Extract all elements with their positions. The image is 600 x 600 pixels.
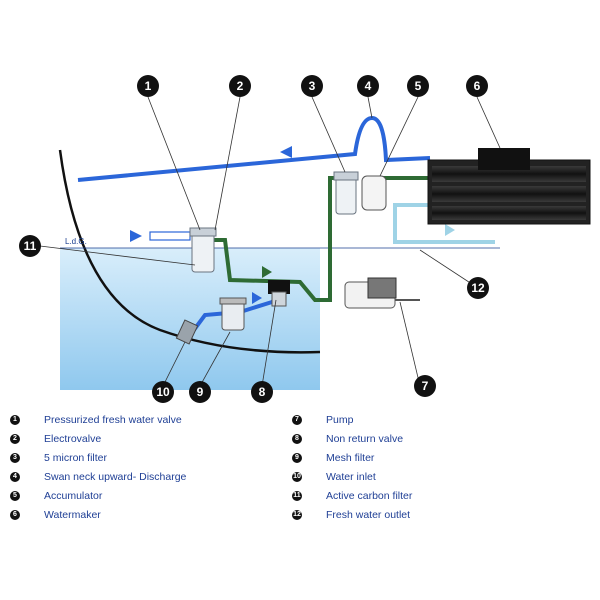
flow-arrow-inlet [130, 230, 142, 242]
legend-badge: 1 [10, 414, 20, 425]
legend-label: Pressurized fresh water valve [44, 413, 182, 426]
callout-6: 6 [466, 75, 488, 97]
svg-text:11: 11 [24, 239, 37, 253]
legend-item: 5 Accumulator [10, 486, 186, 505]
callout-8: 8 [251, 381, 273, 403]
svg-text:10: 10 [156, 385, 170, 399]
legend-item: 11 Active carbon filter [292, 486, 412, 505]
waterline-label: L.d.G. [65, 237, 87, 246]
legend-label: Electrovalve [44, 432, 102, 445]
svg-text:3: 3 [309, 79, 316, 93]
legend-label: Non return valve [326, 432, 404, 445]
micron-filter [335, 175, 357, 215]
legend-badge: 9 [292, 452, 302, 463]
svg-text:6: 6 [474, 79, 481, 93]
legend-item: 6 Watermaker [10, 505, 186, 524]
watermaker-diagram: L.d.G. [19, 75, 591, 403]
legend-label: Mesh filter [326, 451, 375, 464]
hull-outline [58, 149, 321, 354]
legend-label: Accumulator [44, 489, 103, 502]
legend-left-column: 1 Pressurized fresh water valve 2 Electrov… [10, 410, 186, 524]
legend-badge: 5 [10, 490, 20, 501]
legend-badge: 10 [292, 471, 302, 482]
non-return-valve-body [271, 291, 287, 307]
svg-text:7: 7 [422, 379, 429, 393]
legend-label: Watermaker [44, 508, 101, 521]
non-return-valve [268, 280, 290, 294]
svg-text:8: 8 [259, 385, 266, 399]
legend-item: 10 Water inlet [292, 467, 412, 486]
legend-item: 12 Fresh water outlet [292, 505, 412, 524]
legend-label: Active carbon filter [326, 489, 413, 502]
legend-badge: 6 [10, 509, 20, 520]
leader-lines [39, 96, 501, 387]
legend-badge: 8 [292, 433, 302, 444]
legend-badge: 11 [292, 490, 302, 501]
membrane-3 [432, 206, 586, 220]
legend-item: 7 Pump [292, 410, 412, 429]
legend-item: 9 Mesh filter [292, 448, 412, 467]
svg-text:2: 2 [237, 79, 244, 93]
legend-badge: 4 [10, 471, 20, 482]
flow-arrow-intake [252, 292, 262, 304]
membrane-2 [432, 186, 586, 202]
callout-11: 11 [19, 235, 41, 257]
product-pipe [393, 203, 495, 244]
svg-text:4: 4 [365, 79, 372, 93]
callout-1: 1 [137, 75, 159, 97]
legend-badge: 12 [292, 509, 302, 520]
inlet-hose [149, 231, 191, 241]
svg-text:1: 1 [145, 79, 152, 93]
membrane-1 [432, 166, 586, 182]
legend-badge: 7 [292, 414, 302, 425]
callout-9: 9 [189, 381, 211, 403]
svg-text:12: 12 [471, 281, 485, 295]
mesh-filter-cap [219, 297, 247, 305]
callout-2: 2 [229, 75, 251, 97]
callout-10: 10 [152, 381, 174, 403]
callout-5: 5 [407, 75, 429, 97]
callout-4: 4 [357, 75, 379, 97]
legend-item: 8 Non return valve [292, 429, 412, 448]
legend-badge: 3 [10, 452, 20, 463]
discharge-pipe [77, 115, 431, 182]
legend-label: Water inlet [326, 470, 376, 483]
accumulator [361, 175, 387, 211]
legend-item: 4 Swan neck upward- Discharge [10, 467, 186, 486]
legend-item: 2 Electrovalve [10, 429, 186, 448]
flow-arrow-fresh [262, 266, 272, 278]
carbon-filter-cap [189, 227, 217, 237]
callout-7: 7 [414, 375, 436, 397]
legend-item: 1 Pressurized fresh water valve [10, 410, 186, 429]
legend-label: Fresh water outlet [326, 508, 411, 521]
legend-label: Swan neck upward- Discharge [44, 470, 187, 483]
svg-text:9: 9 [197, 385, 204, 399]
water-inlet-valve [175, 319, 199, 345]
flow-arrow-discharge [280, 146, 292, 158]
watermaker-control-box [478, 148, 530, 170]
carbon-filter [191, 231, 215, 273]
fresh-water-pipe [212, 176, 345, 302]
callout-3: 3 [301, 75, 323, 97]
legend-label: Pump [326, 413, 354, 426]
flow-arrow-product [445, 224, 455, 236]
legend-label: 5 micron filter [44, 451, 108, 464]
legend: 1 Pressurized fresh water valve 2 Electrov… [0, 410, 600, 540]
svg-text:5: 5 [415, 79, 422, 93]
legend-badge: 2 [10, 433, 20, 444]
legend-right-column: 7 Pump 8 Non return valve 9 Mesh filter 10 W… [292, 410, 412, 524]
pump-motor [367, 277, 397, 299]
sea-water [60, 248, 320, 390]
callout-12: 12 [467, 277, 489, 299]
legend-item: 3 5 micron filter [10, 448, 186, 467]
micron-filter-cap [333, 171, 359, 181]
